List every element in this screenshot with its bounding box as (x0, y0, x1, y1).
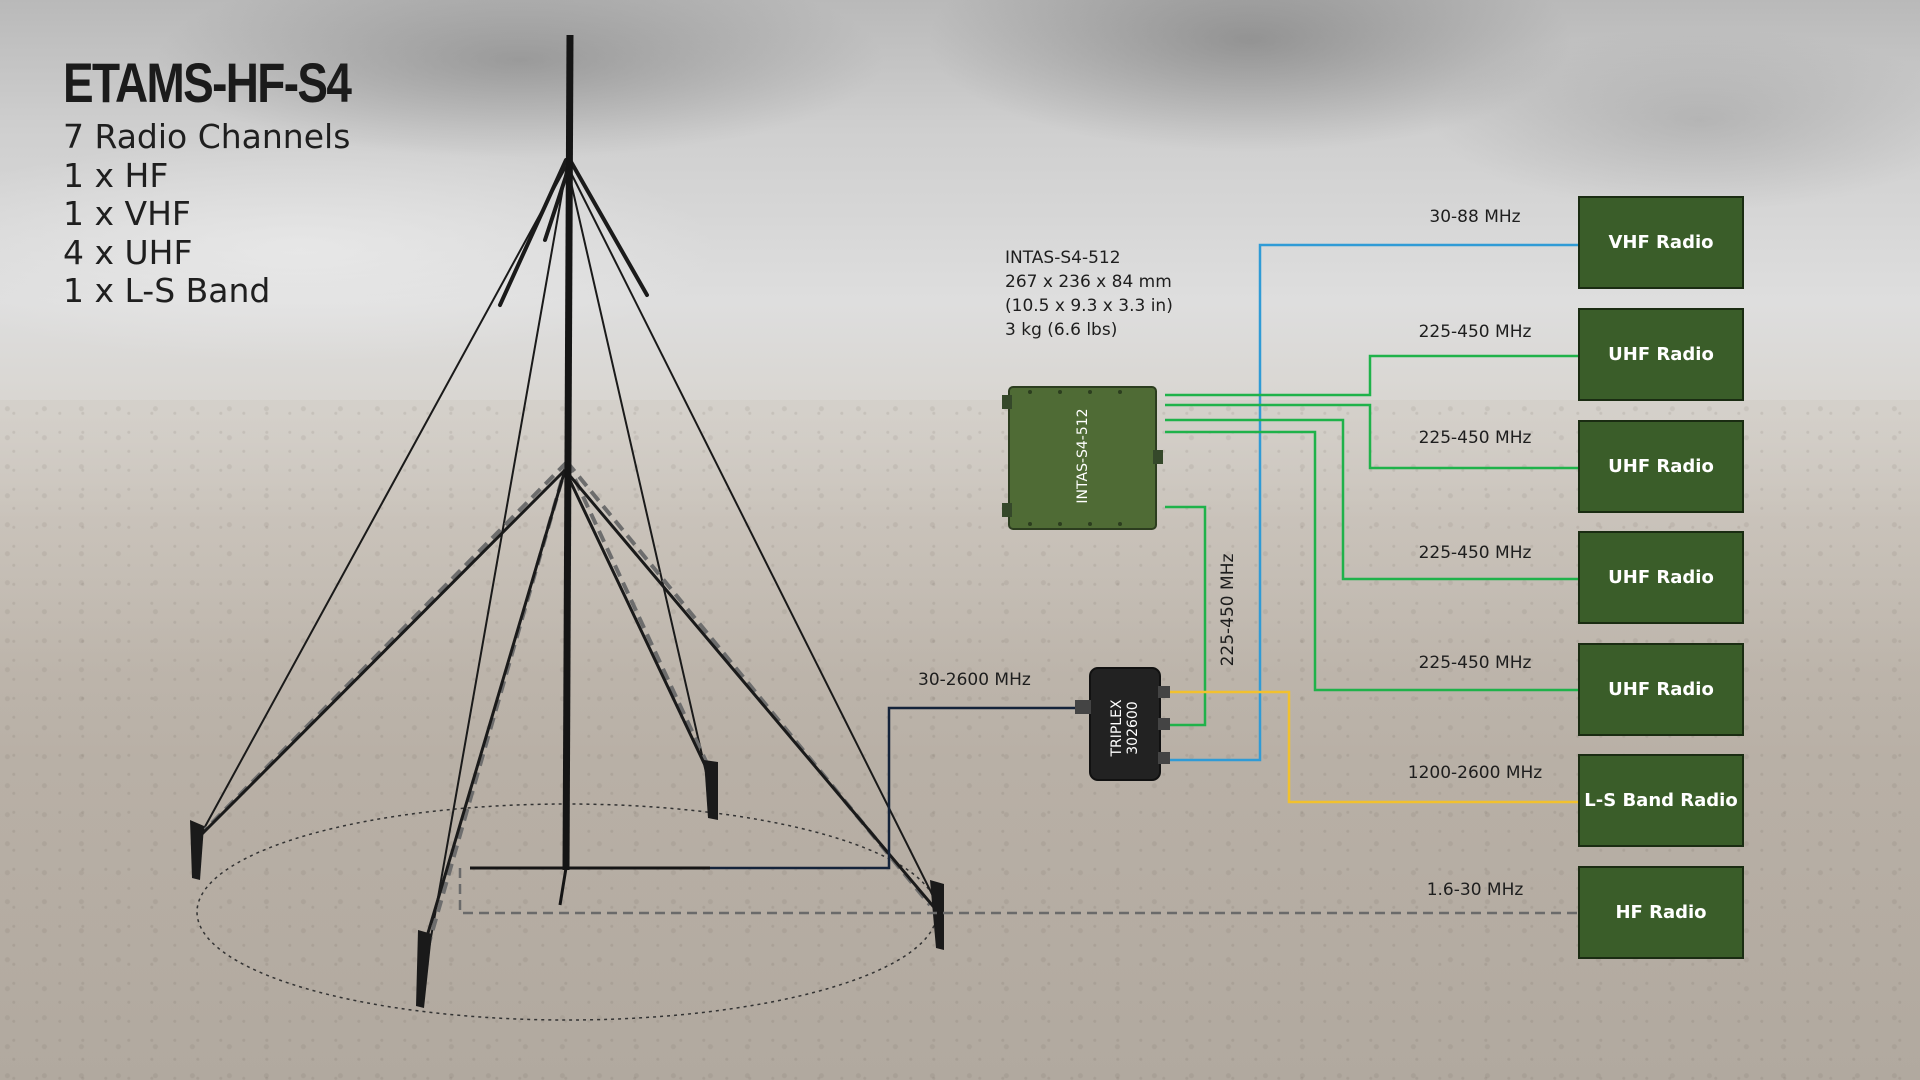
ground-background (0, 400, 1920, 1080)
antenna-mast (562, 34, 574, 871)
intas-spec-line: 3 kg (6.6 lbs) (1005, 320, 1118, 340)
ls-band-line (1165, 690, 1578, 804)
uhf-radio-box: UHF Radio (1578, 420, 1744, 513)
intas-spec-block: INTAS-S4-512 267 x 236 x 84 mm (10.5 x 9… (1005, 246, 1173, 342)
radio-frequency-label: 225-450 MHz (1418, 322, 1532, 342)
antenna-feed-line (710, 706, 1083, 870)
guy-wires (194, 164, 941, 961)
upper-whips (498, 158, 649, 307)
vhf-line (1165, 243, 1578, 762)
antenna-base (470, 866, 710, 906)
lower-radials (194, 468, 940, 961)
intas-device-label: INTAS-S4-512 (1075, 408, 1091, 504)
page-title: ETAMS-HF-S4 (63, 51, 352, 114)
intas-spec-line: 267 x 236 x 84 mm (1005, 272, 1172, 292)
triplex-label-line2: 302600 (1125, 701, 1141, 755)
channel-list-item: 7 Radio Channels (63, 117, 351, 156)
channel-list: 7 Radio Channels 1 x HF 1 x VHF 4 x UHF … (63, 117, 351, 311)
ls-band-radio-box: L-S Band Radio (1578, 754, 1744, 847)
radio-frequency-label: 1.6-30 MHz (1426, 880, 1524, 900)
uhf-radio-box: UHF Radio (1578, 531, 1744, 624)
intas-device (1002, 386, 1163, 530)
vhf-radio-box: VHF Radio (1578, 196, 1744, 289)
hf-radio-box: HF Radio (1578, 866, 1744, 959)
hf-feed-line (458, 868, 1578, 915)
uhf-radio-box: UHF Radio (1578, 308, 1744, 401)
uhf-radio-box: UHF Radio (1578, 643, 1744, 736)
radio-frequency-label: 225-450 MHz (1418, 428, 1532, 448)
channel-list-item: 4 x UHF (63, 232, 193, 272)
ground-stakes (190, 760, 944, 1008)
radio-frequency-label: 1200-2600 MHz (1407, 763, 1543, 783)
triplex-label-line1: TRIPLEX (1109, 699, 1125, 757)
triplex-device (1075, 667, 1170, 781)
intas-spec-line: INTAS-S4-512 (1005, 248, 1121, 268)
intas-triplex-frequency: 225-450 MHz (1218, 553, 1238, 667)
intas-spec-line: (10.5 x 9.3 x 3.3 in) (1005, 296, 1173, 316)
channel-list-item: 1 x VHF (63, 194, 191, 233)
antenna-feed-frequency: 30-2600 MHz (918, 670, 1031, 690)
channel-list-item: 1 x L-S Band (63, 271, 271, 310)
channel-list-item: 1 x HF (63, 155, 169, 195)
radio-frequency-label: 225-450 MHz (1418, 653, 1532, 673)
triplex-device-label: TRIPLEX 302600 (1109, 668, 1141, 788)
radio-frequency-label: 225-450 MHz (1418, 543, 1532, 563)
uhf-lines (1165, 354, 1578, 727)
radio-frequency-label: 30-88 MHz (1429, 207, 1521, 227)
